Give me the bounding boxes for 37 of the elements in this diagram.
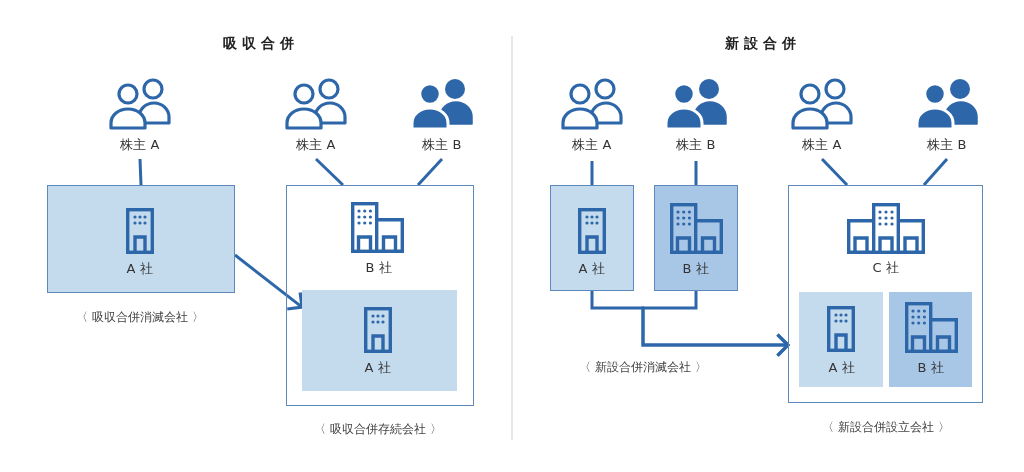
connector-line [314, 157, 344, 187]
company-box [47, 185, 235, 293]
caption-text: 〈 吸収合併存続会社 〉 [314, 421, 442, 437]
shareholder-label: 株主 A [296, 137, 336, 153]
company-label: A 社 [126, 260, 153, 277]
company-box [888, 291, 972, 387]
connector-line [694, 161, 698, 185]
connector-line [820, 157, 849, 187]
connector-line [138, 158, 143, 186]
company-label: A 社 [828, 359, 855, 376]
company-label: B 社 [917, 359, 944, 376]
company-label: B 社 [365, 259, 392, 276]
shareholder-label: 株主 B [422, 137, 462, 153]
company-label: C 社 [872, 259, 899, 276]
arrow [641, 291, 790, 358]
caption-text: 〈 吸収合併消滅会社 〉 [76, 309, 204, 325]
connector-line [590, 161, 594, 185]
connector-line [416, 158, 444, 186]
shareholder-label: 株主 A [572, 137, 612, 153]
company-label: B 社 [682, 260, 709, 277]
company-label: A 社 [364, 359, 391, 376]
shareholder-label: 株主 B [927, 137, 967, 153]
company-box [301, 289, 457, 391]
section-title: 新設合併 [725, 35, 801, 51]
company-box [798, 291, 883, 387]
caption-text: 〈 新設合併消滅会社 〉 [579, 359, 707, 375]
section-title: 吸収合併 [223, 35, 299, 51]
company-box [286, 185, 474, 406]
connector-line [922, 158, 949, 186]
company-box [550, 185, 634, 291]
company-label: A 社 [578, 260, 605, 277]
company-box [654, 185, 738, 291]
shareholder-label: 株主 A [802, 137, 842, 153]
shareholder-label: 株主 B [676, 137, 716, 153]
caption-text: 〈 新設合併設立会社 〉 [822, 419, 950, 435]
shareholder-label: 株主 A [120, 137, 160, 153]
company-box [788, 185, 983, 403]
